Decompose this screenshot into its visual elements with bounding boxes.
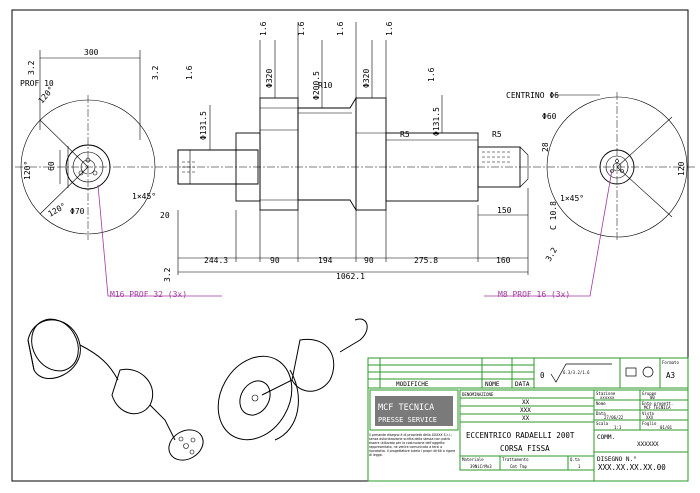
thread-left-label: M16 PROF 32 (3x) (110, 290, 187, 299)
disegno-value: XXX.XX.XX.XX.00 (598, 463, 666, 472)
dim-160: 160 (496, 256, 511, 265)
foglio-value: 01/01 (660, 425, 673, 430)
data-label: Data (596, 411, 606, 416)
trattamento-label: Trattamento (502, 457, 529, 462)
title-block: MODIFICHE NOME DATA 0 6.3/3.2/1.6 Format… (367, 357, 689, 482)
dim-20: 20 (160, 211, 170, 220)
ra-1: 1.6 (185, 65, 194, 80)
ra-5: 1.6 (385, 21, 394, 36)
qta-value: 1 (578, 464, 581, 469)
prof10-label: PROF 10 (20, 79, 54, 88)
formato-value: A3 (666, 371, 675, 380)
foglio-label: Foglio (642, 421, 657, 426)
comm-value: XXXXXX (637, 441, 659, 448)
materiale-value: 39NiCrMo3 (470, 464, 492, 469)
thread-right-label: M8 PROF 16 (3x) (498, 290, 570, 299)
stazione-label: Stazione (596, 391, 616, 396)
comm-label: COMM. (597, 434, 615, 441)
disclaimer: Il presente disegno è di proprietà della… (369, 433, 456, 457)
roughness-values: 6.3/3.2/1.6 (563, 370, 590, 375)
visto-value: XXX (646, 415, 654, 420)
formato-label: Formato (662, 360, 679, 365)
gruppo-value: 00 (650, 395, 655, 400)
dim-phi200: Φ200.5 (312, 71, 321, 100)
scala-label: Scala (596, 421, 609, 426)
dim-r10: R10 (318, 81, 333, 90)
dimension-labels: 300 3.2 3.2 1.6 1.6 1.6 1.6 1.6 1.6 PROF… (20, 21, 686, 282)
ra-4: 1.6 (336, 21, 345, 36)
materiale-label: Materiale (462, 457, 484, 462)
ente-value: MCF TECNICA (644, 405, 671, 410)
ra-2: 1.6 (259, 21, 268, 36)
logo-line2: PRESSE SERVICE (378, 416, 437, 424)
dim-90-b: 90 (364, 256, 374, 265)
dim-phi131-right: Φ131.5 (432, 107, 441, 136)
iso-view-right (217, 318, 368, 441)
title-line2: CORSA FISSA (500, 444, 550, 453)
trattamento-value: Cmt Tmp (510, 464, 527, 469)
stazione-value: xxxxxx (600, 395, 615, 400)
cone-label: C 10.8 (549, 201, 558, 230)
scala-value: 1:1 (614, 425, 622, 430)
dim-150: 150 (497, 206, 512, 215)
dim-phi320-right: Φ320 (362, 69, 371, 88)
angle-120-bottom: 120° (47, 201, 68, 218)
ra-bottom-left: 3.2 (163, 267, 172, 282)
visto-label: Visto (642, 411, 655, 416)
title-line1: ECCENTRICO RADAELLI 200T (466, 431, 575, 440)
chamfer-right: 1×45° (560, 194, 584, 203)
denominazione-label: DENOMINAZIONE (462, 392, 494, 397)
name-2: XXX (520, 407, 531, 414)
sheet-border (11, 9, 689, 482)
dim-300: 300 (84, 48, 99, 57)
thread-callouts: M16 PROF 32 (3x) M8 PROF 16 (3x) (97, 169, 613, 299)
ente-label: Ente progett. (642, 401, 673, 406)
dim-60-left: 60 (47, 161, 56, 171)
rev-modifiche: MODIFICHE (396, 381, 429, 388)
ra-6: 1.6 (427, 67, 436, 82)
iso-view-left (27, 318, 204, 461)
dim-28: 28 (541, 142, 550, 152)
name-1: XX (522, 399, 530, 406)
nome-label: Nome (596, 401, 606, 406)
dim-phi70: Φ70 (70, 207, 85, 216)
dim-120-right: 120 (677, 161, 686, 176)
dim-total: 1062.1 (336, 272, 365, 281)
roughness-general: 0 (540, 371, 545, 380)
dim-90-a: 90 (270, 256, 280, 265)
qta-label: Q.ta (570, 457, 580, 462)
dim-phi320-left: Φ320 (265, 69, 274, 88)
dim-275: 275.8 (414, 256, 438, 265)
data-value: 27/06/22 (604, 415, 624, 420)
dim-phi60: Φ60 (542, 112, 557, 121)
dim-194: 194 (318, 256, 333, 265)
ra-left-top: 3.2 (27, 60, 36, 75)
rev-nome: NOME (485, 381, 500, 388)
logo-line1: MCF TECNICA (378, 403, 434, 413)
centrino-label: CENTRINO Φ6 (506, 91, 559, 100)
ra-3: 1.6 (297, 21, 306, 36)
dim-phi131-left: Φ131.5 (199, 111, 208, 140)
dim-r5-mid: R5 (400, 130, 410, 139)
dim-r5-right: R5 (492, 130, 502, 139)
ra-left-mid: 3.2 (151, 65, 160, 80)
name-3: XX (522, 415, 530, 422)
dim-244: 244.3 (204, 256, 228, 265)
ra-right: 3.2 (544, 246, 559, 263)
gruppo-label: Gruppo (642, 391, 657, 396)
rev-data: DATA (515, 381, 530, 388)
right-end-view (546, 92, 688, 242)
disegno-label: DISEGNO N.° (597, 456, 637, 463)
angle-120-left: 120° (23, 161, 32, 180)
shaft-side-view (39, 22, 529, 275)
chamfer-left: 1×45° (132, 192, 156, 201)
left-end-view (20, 95, 156, 240)
